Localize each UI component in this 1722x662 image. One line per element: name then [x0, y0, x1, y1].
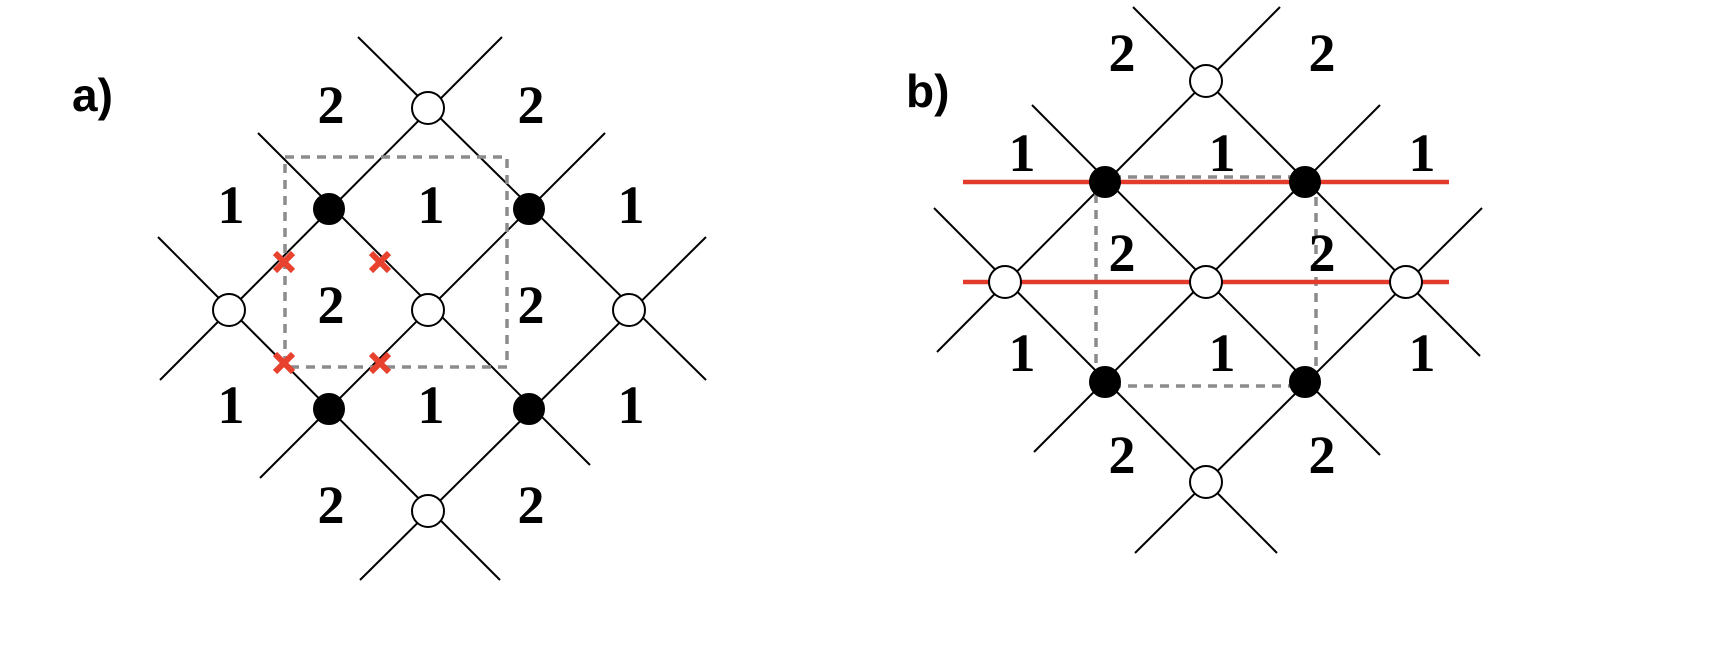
region-number: 1: [618, 375, 645, 435]
open-node: [1389, 265, 1423, 299]
filled-node: [313, 393, 345, 425]
open-node: [212, 293, 246, 327]
open-node: [411, 494, 445, 528]
panel-b-nodes: [988, 64, 1423, 499]
region-number: 2: [1109, 23, 1136, 83]
open-node: [988, 265, 1022, 299]
region-number: 1: [1209, 123, 1236, 183]
region-number: 1: [1409, 323, 1436, 383]
region-number: 1: [418, 175, 445, 235]
region-number: 2: [318, 275, 345, 335]
region-number: 1: [1409, 123, 1436, 183]
panel-a-region-labels: 2 2 1 1 1 2 2 1 1 1 2 2: [218, 75, 645, 535]
filled-node: [313, 193, 345, 225]
open-node: [1189, 64, 1223, 98]
region-number: 1: [1009, 323, 1036, 383]
region-number: 1: [218, 175, 245, 235]
panel-a-cross-marks: [272, 250, 392, 375]
filled-node: [1089, 366, 1121, 398]
region-number: 2: [1109, 223, 1136, 283]
panel-a: a): [72, 36, 707, 581]
red-cross-icon: [272, 351, 296, 375]
region-number: 1: [1009, 123, 1036, 183]
open-node: [1189, 265, 1223, 299]
panel-b-label: b): [906, 65, 949, 117]
region-number: 2: [318, 75, 345, 135]
filled-node: [513, 193, 545, 225]
region-number: 2: [518, 275, 545, 335]
region-number: 2: [518, 75, 545, 135]
filled-node: [513, 393, 545, 425]
open-node: [411, 293, 445, 327]
open-node: [1189, 465, 1223, 499]
filled-node: [1089, 166, 1121, 198]
red-cross-icon: [272, 250, 296, 274]
panel-a-nodes: [212, 91, 646, 528]
filled-node: [1289, 166, 1321, 198]
region-number: 2: [1309, 223, 1336, 283]
panel-a-unit-cell: [283, 155, 509, 369]
panel-b-region-labels: 2 2 1 1 1 2 2 1 1 1 2 2: [1009, 23, 1436, 485]
region-number: 1: [1209, 323, 1236, 383]
panel-a-label: a): [72, 69, 113, 121]
region-number: 1: [218, 375, 245, 435]
panel-b: b) 2 2: [906, 6, 1483, 554]
open-node: [612, 293, 646, 327]
region-number: 2: [1309, 23, 1336, 83]
region-number: 2: [1309, 425, 1336, 485]
open-node: [411, 91, 445, 125]
filled-node: [1289, 366, 1321, 398]
red-cross-icon: [368, 250, 392, 274]
region-number: 2: [318, 475, 345, 535]
region-number: 2: [1109, 425, 1136, 485]
region-number: 1: [618, 175, 645, 235]
region-number: 2: [518, 475, 545, 535]
region-number: 1: [418, 375, 445, 435]
red-cross-icon: [368, 351, 392, 375]
